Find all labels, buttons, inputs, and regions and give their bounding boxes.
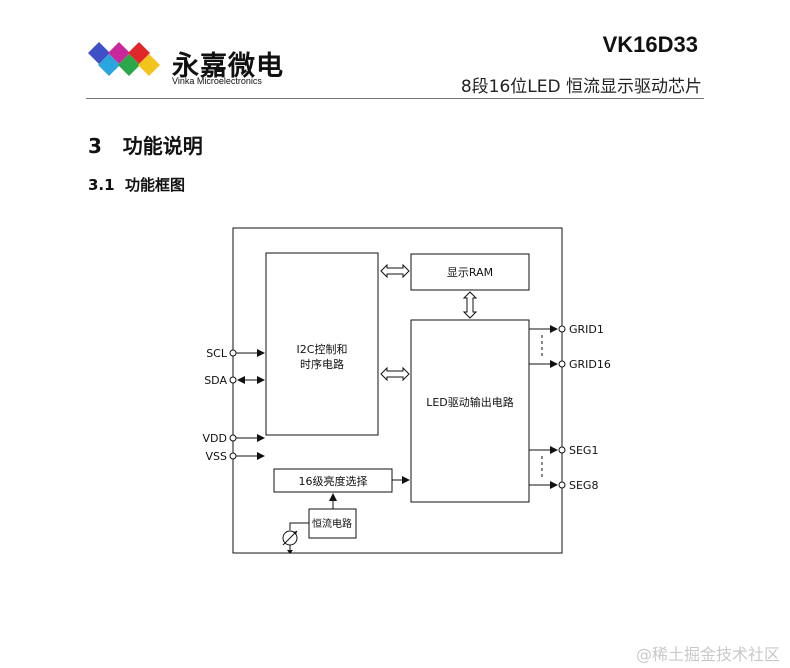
display-ram-block: 显示RAM xyxy=(410,253,530,291)
pin-grid1: GRID1 xyxy=(529,323,604,336)
pin-scl-label: SCL xyxy=(206,347,228,360)
header-divider xyxy=(86,98,704,99)
constant-current-block: 恒流电路 xyxy=(308,508,357,539)
driver-i2c-bus-arrow xyxy=(380,366,410,382)
i2c-control-block: I2C控制和 时序电路 xyxy=(265,252,379,436)
current-source-icon xyxy=(282,522,309,554)
pin-vss: VSS xyxy=(206,450,265,463)
pin-vdd-label: VDD xyxy=(203,432,227,445)
chip-outline xyxy=(232,227,563,554)
logo-chinese-name: 永嘉微电 xyxy=(172,51,284,82)
brightness-block-label: 16级亮度选择 xyxy=(299,474,368,488)
led-driver-block: LED驱动输出电路 xyxy=(410,319,530,503)
pin-seg1-label: SEG1 xyxy=(569,444,598,457)
pin-sda-label: SDA xyxy=(204,374,227,387)
section-heading: 3 功能说明 xyxy=(88,134,203,158)
pin-vdd: VDD xyxy=(203,432,265,445)
current-block-label: 恒流电路 xyxy=(312,517,352,530)
led-driver-label: LED驱动输出电路 xyxy=(426,395,514,409)
pin-vss-label: VSS xyxy=(206,450,228,463)
ram-driver-bus-arrow xyxy=(462,291,478,319)
subsection-heading: 3.1 功能框图 xyxy=(88,176,186,194)
watermark-text: @稀土掘金技术社区 xyxy=(635,645,780,664)
pin-seg8-label: SEG8 xyxy=(569,479,598,492)
logo-english-name: Vinka Microelectronics xyxy=(172,76,262,86)
pin-grid16: GRID16 xyxy=(529,358,611,371)
i2c-block-label-line2: 时序电路 xyxy=(300,357,344,371)
brightness-select-block: 16级亮度选择 xyxy=(273,468,393,493)
pin-sda: SDA xyxy=(204,374,265,387)
document-subtitle: 8段16位LED 恒流显示驱动芯片 xyxy=(460,77,702,97)
company-logo-icon xyxy=(88,42,160,76)
ram-block-label: 显示RAM xyxy=(447,266,493,279)
pin-grid1-label: GRID1 xyxy=(569,323,604,336)
ram-i2c-bus-arrow xyxy=(380,263,410,279)
pin-seg8: SEG8 xyxy=(529,479,598,492)
pin-scl: SCL xyxy=(206,347,265,360)
document-code: VK16D33 xyxy=(602,32,698,57)
pin-seg1: SEG1 xyxy=(529,444,598,457)
i2c-block-label-line1: I2C控制和 xyxy=(297,342,348,356)
pin-grid16-label: GRID16 xyxy=(569,358,611,371)
